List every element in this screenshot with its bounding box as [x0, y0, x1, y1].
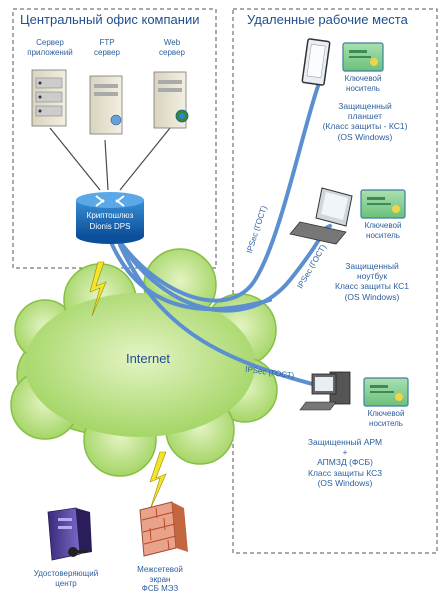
central-office-title: Центральный офис компании [20, 12, 200, 27]
server-ftp-icon [89, 75, 123, 135]
lightning-bolts [89, 261, 167, 511]
key-carrier-label: Ключевой носитель [367, 409, 405, 428]
tablet-icon [301, 38, 331, 86]
certificate-authority-icon [47, 507, 92, 561]
key-carrier-icon [363, 377, 409, 407]
laptop-description: Защищенный ноутбук Класс защиты КС1 (OS … [335, 261, 409, 302]
ipsec-tunnels [108, 84, 332, 388]
server-ftp-label: FTP сервер [94, 38, 120, 57]
remote-places-box [232, 8, 438, 554]
internet-cloud [10, 248, 278, 477]
firewall-icon [139, 501, 188, 557]
key-carrier-icon [342, 42, 384, 72]
crypto-gateway-icon [76, 192, 144, 244]
server-web-icon [153, 71, 189, 129]
server-web-label: Web сервер [159, 38, 185, 57]
certificate-authority-label: Удостоверяющий центр [33, 569, 99, 588]
server-app-icon [31, 69, 67, 127]
workstation-icon [299, 371, 351, 411]
server-app-label: Сервер приложений [27, 38, 73, 57]
tablet-description: Защищенный планшет (Класс защиты - КС1) … [322, 101, 408, 142]
key-carrier-label: Ключевой носитель [364, 221, 402, 240]
laptop-icon [289, 187, 353, 245]
key-carrier-label: Ключевой носитель [344, 74, 382, 93]
gateway-label-line1: Криптошлюз [86, 211, 134, 220]
firewall-label: Межсетевой экран ФСБ МЭЗ [137, 565, 183, 594]
workstation-description: Защищенный АРМ + АПМЗД (ФСБ) Класс защит… [307, 437, 383, 488]
internet-label: Internet [125, 351, 171, 366]
server-links [49, 127, 171, 191]
gateway-label-line2: Dionis DPS [89, 222, 131, 231]
key-carrier-icon [360, 189, 406, 219]
remote-places-title: Удаленные рабочие места [247, 12, 408, 27]
